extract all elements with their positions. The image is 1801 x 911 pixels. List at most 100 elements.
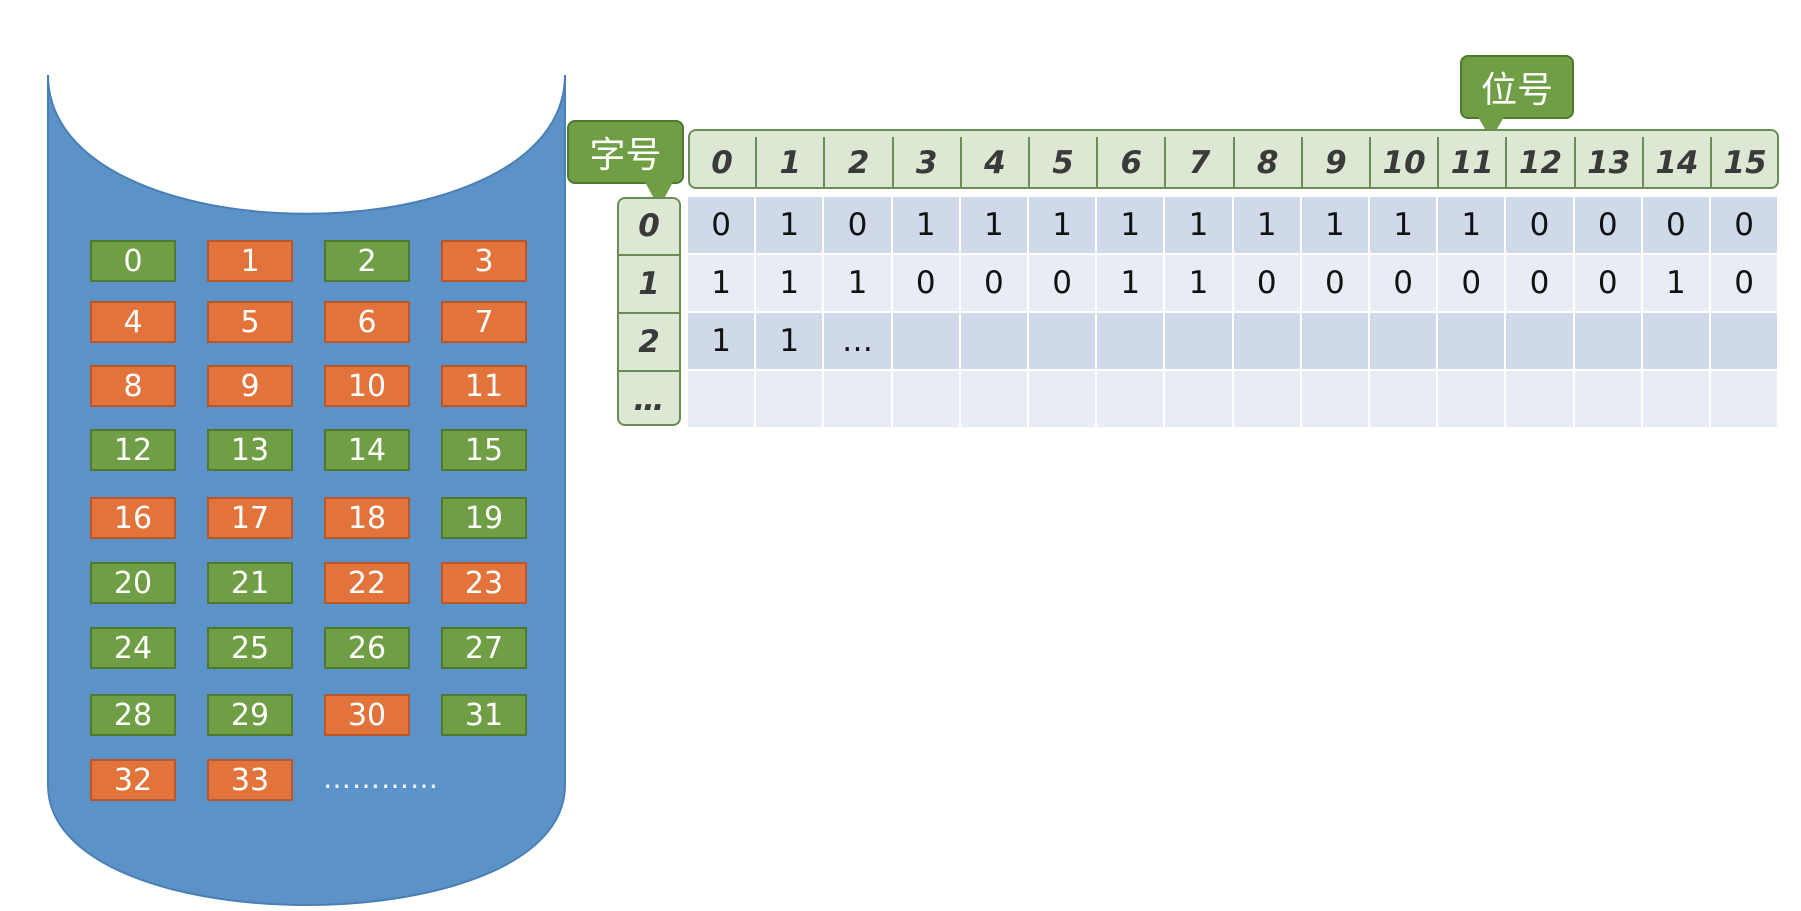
disk-block-28: 28 [90, 694, 176, 736]
bit-cell [1233, 313, 1302, 371]
bit-cell [1438, 371, 1507, 429]
bit-cell [1506, 371, 1575, 429]
word-label-2: 2 [638, 324, 660, 360]
bit-cell: 1 [1438, 197, 1507, 255]
disk-block-14: 14 [324, 429, 410, 471]
bit-cell [1642, 313, 1711, 371]
disk-block-29: 29 [207, 694, 293, 736]
bit-cell: 1 [960, 197, 1029, 255]
bit-cell [1642, 371, 1711, 429]
bit-cell: … [824, 313, 893, 371]
bit-cell: 1 [756, 197, 825, 255]
disk-block-9: 9 [207, 365, 293, 407]
bit-header-divider [891, 137, 894, 189]
bit-cell: 0 [1711, 255, 1780, 313]
bit-cell: 0 [892, 255, 961, 313]
bit-header-2: 2 [847, 145, 870, 181]
bit-cell [1574, 313, 1643, 371]
disk-block-23: 23 [441, 562, 527, 604]
bit-header-15: 15 [1723, 145, 1767, 181]
disk-block-2: 2 [324, 240, 410, 282]
disk-ellipsis: ………… [323, 762, 439, 795]
bit-cell [960, 371, 1029, 429]
bit-cell: 1 [756, 313, 825, 371]
bit-cell: 0 [1301, 255, 1370, 313]
bit-header-divider [959, 137, 962, 189]
word-column-divider [617, 370, 681, 372]
bit-header-divider [1573, 137, 1576, 189]
word-label-1: 1 [638, 266, 660, 302]
word-label-0: 0 [638, 208, 660, 244]
disk-block-21: 21 [207, 562, 293, 604]
bit-cell: 0 [1574, 197, 1643, 255]
bit-header-5: 5 [1052, 145, 1074, 181]
bit-cell: 0 [1370, 255, 1439, 313]
disk-block-8: 8 [90, 365, 176, 407]
disk-block-16: 16 [90, 497, 176, 539]
disk-block-18: 18 [324, 497, 410, 539]
bit-cell: 1 [1165, 197, 1234, 255]
bit-cell [1029, 313, 1098, 371]
bit-header-6: 6 [1120, 145, 1143, 181]
bit-header-divider [1710, 137, 1712, 189]
disk-block-5: 5 [207, 301, 293, 343]
bit-cell: 1 [688, 313, 757, 371]
word-column-divider [617, 312, 681, 314]
disk-block-4: 4 [90, 301, 176, 343]
bit-header-divider [1641, 137, 1644, 189]
bit-header-1: 1 [779, 145, 802, 181]
bit-cell: 1 [1233, 197, 1302, 255]
disk-block-11: 11 [441, 365, 527, 407]
bit-header-7: 7 [1188, 145, 1211, 181]
disk-block-3: 3 [441, 240, 527, 282]
bit-cell: 1 [1029, 197, 1098, 255]
bit-cell [1506, 313, 1575, 371]
bit-cell [1165, 313, 1234, 371]
disk-block-32: 32 [90, 759, 176, 801]
bit-cell [1301, 313, 1370, 371]
disk-block-6: 6 [324, 301, 410, 343]
bit-cell [1029, 371, 1098, 429]
bit-header-8: 8 [1256, 145, 1279, 181]
bit-cell [688, 371, 757, 429]
bit-header-4: 4 [984, 145, 1006, 181]
bit-cell: 0 [1029, 255, 1098, 313]
bit-cell: 1 [892, 197, 961, 255]
bit-header-12: 12 [1518, 145, 1563, 181]
disk-block-22: 22 [324, 562, 410, 604]
disk-block-33: 33 [207, 759, 293, 801]
disk-block-26: 26 [324, 627, 410, 669]
bit-cell [824, 371, 893, 429]
bit-cell [1370, 313, 1439, 371]
bit-header-3: 3 [915, 145, 938, 181]
bit-cell: 1 [1097, 255, 1166, 313]
bit-cell [1574, 371, 1643, 429]
disk-body [47, 74, 566, 906]
bit-cell [1301, 371, 1370, 429]
word-column [617, 197, 681, 426]
disk-block-25: 25 [207, 627, 293, 669]
bit-cell [1097, 313, 1166, 371]
bit-header-14: 14 [1655, 145, 1699, 181]
bit-cell [1438, 313, 1507, 371]
disk-block-31: 31 [441, 694, 527, 736]
bit-cell [1165, 371, 1234, 429]
bit-header-9: 9 [1325, 145, 1347, 181]
bit-cell [960, 313, 1029, 371]
bit-cell: 0 [1506, 255, 1575, 313]
bit-cell: 1 [1097, 197, 1166, 255]
bit-header-divider [1437, 137, 1440, 189]
bit-cell: 0 [824, 197, 893, 255]
bit-cell: 0 [1506, 197, 1575, 255]
bit-header-11: 11 [1450, 145, 1494, 181]
bit-header-divider [1505, 137, 1508, 189]
bit-header-divider [1300, 137, 1303, 189]
bit-cell: 1 [1642, 255, 1711, 313]
bit-cell: 0 [1438, 255, 1507, 313]
bit-cell: 1 [824, 255, 893, 313]
bit-header-divider [1232, 137, 1235, 189]
disk-block-20: 20 [90, 562, 176, 604]
bit-cell [1711, 313, 1780, 371]
bit-cell [892, 313, 961, 371]
